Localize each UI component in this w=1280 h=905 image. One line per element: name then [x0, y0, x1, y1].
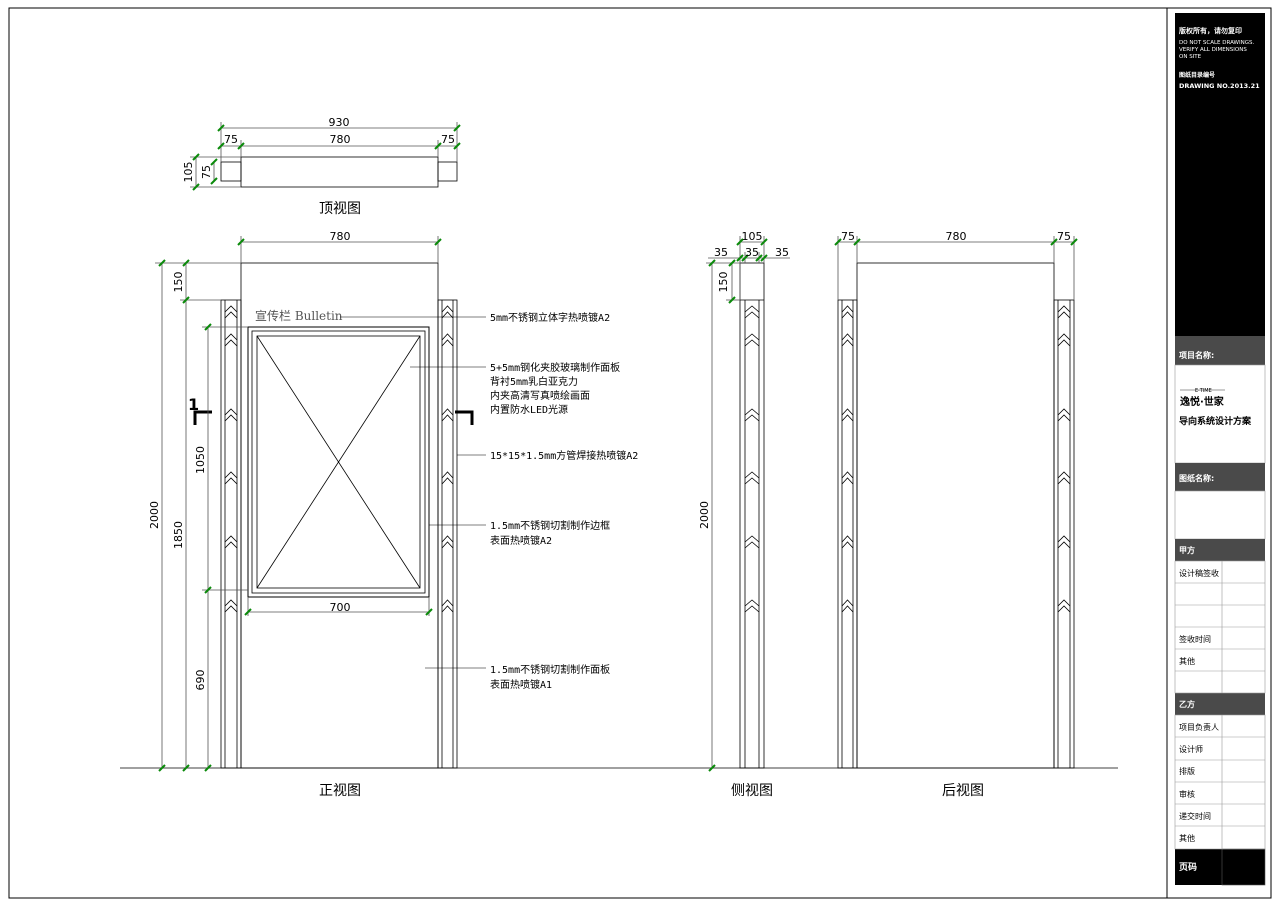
party-a-row-5: 其他: [1179, 656, 1195, 666]
scale-note-2: VERIFY ALL DIMENSIONS: [1179, 47, 1247, 53]
front-base-height-dim: 690: [194, 670, 207, 691]
scale-note-3: ON SITE: [1179, 54, 1202, 60]
front-top-width-dim: 780: [330, 230, 351, 243]
top-total-dim: 930: [329, 116, 350, 129]
logo-top-text: E·TIME: [1195, 388, 1212, 394]
project-name-label: 项目名称:: [1179, 350, 1214, 360]
page-label: 页码: [1179, 862, 1197, 873]
top-view-ticks: [192, 124, 461, 191]
front-dim-ticks: [158, 238, 442, 772]
top-view-title: 顶视图: [319, 201, 361, 217]
side-view: [739, 262, 765, 769]
side-dim-lines: [706, 236, 790, 768]
front-total-height-dim: 2000: [148, 501, 161, 529]
front-panel-width-dim: 700: [330, 601, 351, 614]
side-dim-ticks: [708, 238, 768, 772]
title-block: [1166, 8, 1266, 898]
front-view-title: 正视图: [319, 783, 361, 799]
front-post-height-dim: 1850: [172, 521, 185, 549]
back-left-dim: 75: [841, 230, 855, 243]
back-view: [837, 262, 1075, 769]
party-b-row-2: 设计师: [1179, 744, 1203, 754]
side-height-dim: 2000: [698, 501, 711, 529]
top-depth-outer-dim: 105: [182, 162, 195, 183]
party-a-row-1: 设计稿签收: [1179, 568, 1219, 578]
side-width-dim: 105: [742, 230, 763, 243]
side-inner-dim: 35: [745, 246, 759, 259]
front-panel-height-dim: 1050: [194, 446, 207, 474]
bulletin-sign-text: 宣传栏 Bulletin: [255, 308, 343, 323]
party-a-label: 甲方: [1179, 545, 1195, 555]
drawing-no-label: 图纸目录编号: [1179, 71, 1215, 79]
party-b-row-1: 项目负责人: [1179, 722, 1219, 732]
annotation-letters: 5mm不锈钢立体字热喷镀A2: [490, 311, 610, 324]
project-name: 导向系统设计方案: [1179, 415, 1252, 427]
annotation-panel-1: 1.5mm不锈钢切割制作面板: [490, 663, 610, 676]
back-dim-lines: [837, 236, 1075, 300]
annotation-glass-1: 5+5mm钢化夹胶玻璃制作面板: [490, 361, 620, 374]
top-view: [190, 122, 458, 188]
annotation-panel-2: 表面热喷镀A1: [490, 678, 552, 691]
party-b-row-6: 其他: [1179, 833, 1195, 843]
back-dim-ticks: [834, 238, 1078, 246]
annotation-frame-1: 1.5mm不锈钢切割制作边框: [490, 519, 610, 532]
top-depth-inner-dim: 75: [200, 165, 213, 179]
drawing-no: DRAWING NO.2013.21: [1179, 82, 1260, 90]
annotation-glass-3: 内夹高清写真喷绘画面: [490, 389, 590, 402]
back-middle-dim: 780: [946, 230, 967, 243]
back-view-title: 后视图: [942, 783, 984, 799]
side-view-title: 侧视图: [731, 783, 773, 799]
party-b-row-3: 排版: [1179, 766, 1195, 776]
sheet-border: [8, 7, 1272, 899]
drawing-name-label: 图纸名称:: [1179, 473, 1214, 483]
annotation-frame-2: 表面热喷镀A2: [490, 534, 552, 547]
section-marks: [193, 410, 474, 425]
annotation-tube: 15*15*1.5mm方管焊接热喷镀A2: [490, 449, 638, 462]
top-middle-dim: 780: [330, 133, 351, 146]
scale-note-1: DO NOT SCALE DRAWINGS.: [1179, 40, 1254, 46]
back-right-dim: 75: [1057, 230, 1071, 243]
side-top-height-dim: 150: [717, 272, 730, 293]
leader-lines: [340, 316, 486, 669]
party-a-row-4: 签收时间: [1179, 634, 1211, 644]
annotation-glass-2: 背衬5mm乳白亚克力: [490, 375, 578, 388]
party-b-label: 乙方: [1179, 699, 1195, 709]
side-right-dim: 35: [775, 246, 789, 259]
annotation-glass-4: 内置防水LED光源: [490, 403, 568, 416]
side-left-dim: 35: [714, 246, 728, 259]
top-left-dim: 75: [224, 133, 238, 146]
front-top-height-dim: 150: [172, 272, 185, 293]
front-view: [220, 262, 458, 769]
section-mark-label: 1: [188, 395, 199, 414]
copyright-text: 版权所有，请勿复印: [1179, 26, 1242, 35]
top-right-dim: 75: [441, 133, 455, 146]
party-b-row-4: 审核: [1179, 789, 1195, 799]
party-b-row-5: 递交时间: [1179, 811, 1211, 821]
logo-main-text: 逸悦·世家: [1180, 395, 1225, 408]
